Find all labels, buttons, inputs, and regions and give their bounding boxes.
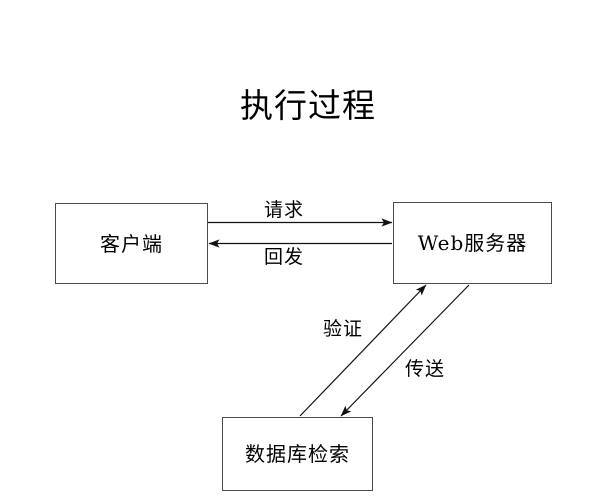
edge-label-postback: 回发 <box>264 246 305 268</box>
edge-transmit-line <box>340 284 470 417</box>
edge-verify-line <box>299 284 427 417</box>
page-title: 执行过程 <box>240 86 376 125</box>
edge-label-request: 请求 <box>264 199 305 221</box>
node-webserver[interactable]: Web服务器 <box>393 202 552 284</box>
node-client-label: 客户端 <box>100 231 163 256</box>
edge-label-verify: 验证 <box>323 318 364 340</box>
node-database-label: 数据库检索 <box>245 442 350 466</box>
edge-label-transmit: 传送 <box>405 358 446 380</box>
node-client[interactable]: 客户端 <box>55 203 208 284</box>
node-database[interactable]: 数据库检索 <box>222 417 373 491</box>
node-webserver-label: Web服务器 <box>417 231 528 255</box>
